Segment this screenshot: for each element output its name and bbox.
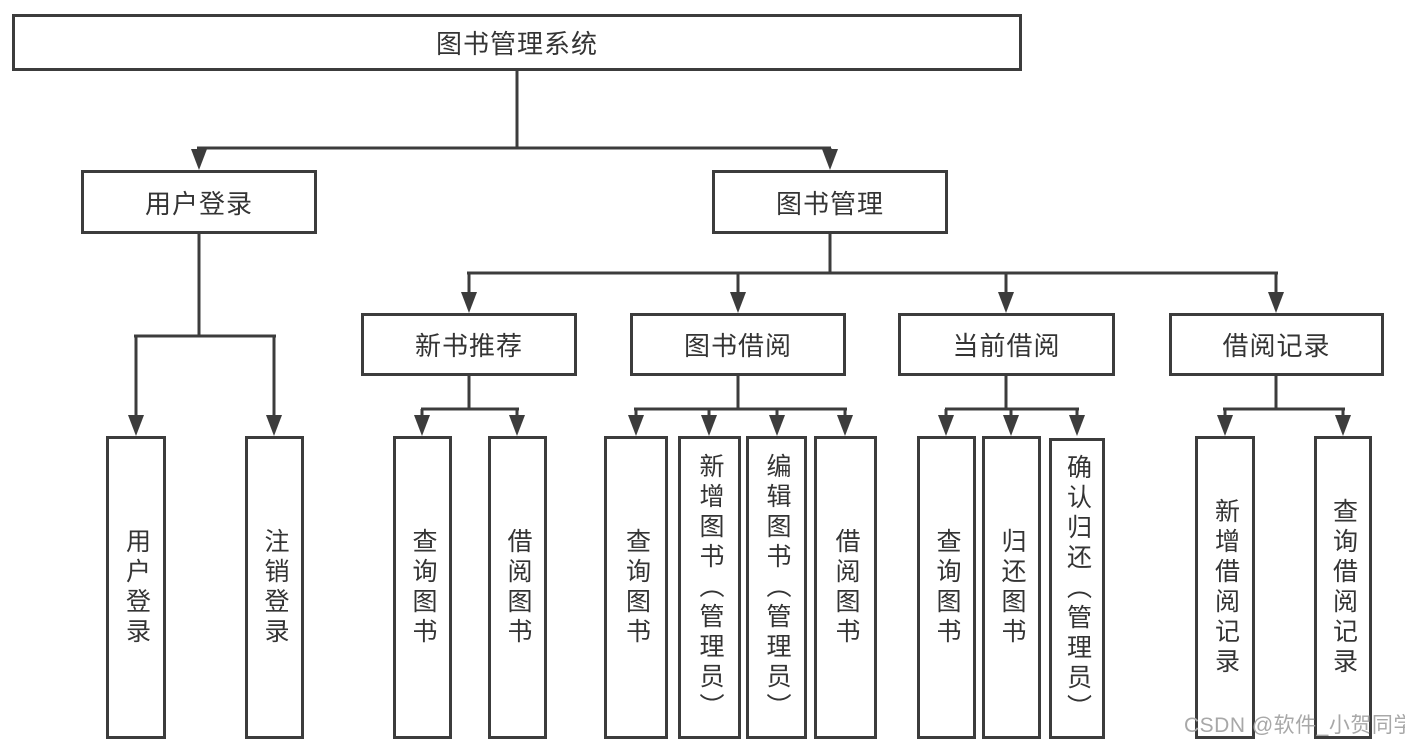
node-book-management: 图书管理 — [712, 170, 948, 234]
node-book-management-label: 图书管理 — [775, 188, 884, 219]
node-new-book-recommend: 新书推荐 — [361, 313, 577, 376]
leaf-borrow-edit-books-admin: 编辑图书（管理员） — [746, 436, 807, 739]
node-new-book-recommend-label: 新书推荐 — [414, 331, 523, 361]
node-current-borrowing: 当前借阅 — [898, 313, 1115, 376]
leaf-recommend-query-books-label: 查询图书 — [409, 527, 437, 648]
leaf-borrow-borrow-books-label: 借阅图书 — [832, 527, 860, 648]
leaf-logout-label: 注销登录 — [261, 527, 289, 648]
node-root-label: 图书管理系统 — [435, 29, 598, 59]
leaf-recommend-borrow-books: 借阅图书 — [488, 436, 547, 739]
leaf-user-login: 用户登录 — [106, 436, 166, 739]
leaf-current-return-books: 归还图书 — [982, 436, 1041, 739]
leaf-borrow-edit-books-admin-label: 编辑图书（管理员） — [763, 452, 791, 723]
leaf-borrow-query-books-label: 查询图书 — [622, 527, 651, 648]
leaf-current-query-books: 查询图书 — [917, 436, 976, 739]
node-book-borrowing: 图书借阅 — [630, 313, 846, 376]
leaf-borrow-borrow-books: 借阅图书 — [814, 436, 877, 739]
node-book-borrowing-label: 图书借阅 — [683, 331, 792, 361]
leaf-recommend-borrow-books-label: 借阅图书 — [504, 527, 532, 648]
node-borrowing-records: 借阅记录 — [1169, 313, 1384, 376]
leaf-records-add-record: 新增借阅记录 — [1195, 436, 1255, 739]
leaf-user-login-label: 用户登录 — [122, 527, 151, 648]
leaf-borrow-add-books-admin-label: 新增图书（管理员） — [696, 452, 724, 723]
leaf-borrow-add-books-admin: 新增图书（管理员） — [678, 436, 741, 739]
leaf-records-query-record: 查询借阅记录 — [1314, 436, 1372, 739]
node-user-login-label: 用户登录 — [144, 188, 253, 219]
node-current-borrowing-label: 当前借阅 — [952, 331, 1061, 361]
leaf-current-return-books-label: 归还图书 — [998, 527, 1026, 648]
csdn-watermark: CSDN @软件_小贺同学 — [1184, 714, 1405, 737]
leaf-current-query-books-label: 查询图书 — [933, 527, 961, 648]
leaf-current-confirm-return-admin-label: 确认归还（管理员） — [1063, 453, 1092, 724]
leaf-records-add-record-label: 新增借阅记录 — [1211, 497, 1240, 678]
leaf-logout: 注销登录 — [245, 436, 304, 739]
leaf-current-confirm-return-admin: 确认归还（管理员） — [1049, 438, 1105, 739]
node-user-login: 用户登录 — [81, 170, 317, 234]
node-root: 图书管理系统 — [12, 14, 1022, 71]
node-borrowing-records-label: 借阅记录 — [1222, 331, 1331, 361]
leaf-borrow-query-books: 查询图书 — [604, 436, 668, 739]
leaf-recommend-query-books: 查询图书 — [393, 436, 452, 739]
leaf-records-query-record-label: 查询借阅记录 — [1329, 497, 1358, 678]
